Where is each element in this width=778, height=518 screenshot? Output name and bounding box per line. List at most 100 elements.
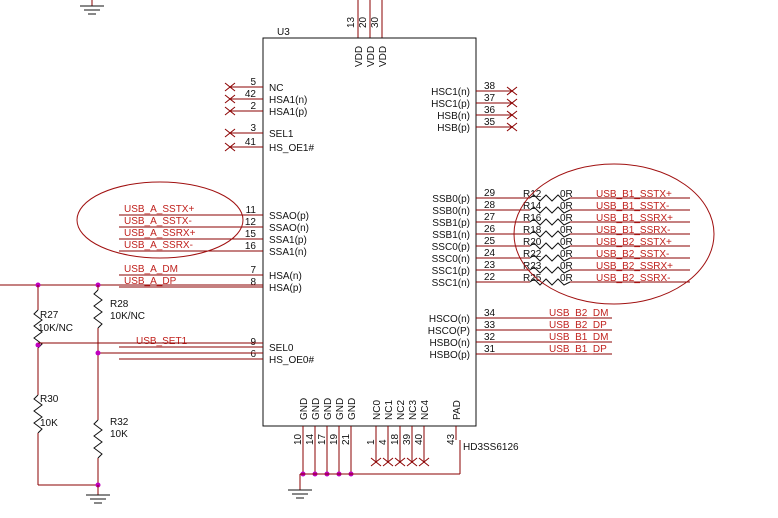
pin-name: NC [269,83,283,94]
chip-ref: U3 [277,27,290,38]
pin-name: HSCO(n) [429,314,470,325]
pin-name: HS_OE1# [269,143,314,154]
resistor-value: 0R [560,249,573,260]
pin-name: HS_OE0# [269,355,314,366]
resistor-ref: R14 [523,201,542,212]
net-label: USB_SET1 [136,336,188,347]
junction-dot [35,342,41,348]
pin-name: HSA(n) [269,271,302,282]
pin-number: 14 [305,433,316,445]
no-connect-mark [224,128,236,138]
pin-name: HSC1(n) [431,87,470,98]
net-label: USB_B1_SSRX+ [596,213,673,224]
series-resistor [529,278,571,286]
resistor-ref: R22 [523,249,542,260]
right-pins: 38HSC1(n)37HSC1(p)36HSB(n)35HSB(p)29SSB0… [428,81,690,361]
pin-name: SSB0(n) [432,206,470,217]
pin-number: 38 [484,81,496,92]
pin-number: 29 [484,188,496,199]
pin-number: 31 [484,344,496,355]
net-label: USB_A_SSTX- [124,216,192,227]
resistor-value: 0R [560,213,573,224]
no-connect-mark [506,86,518,96]
series-resistor [529,218,571,226]
series-resistor [529,230,571,238]
resistor-ref: R18 [523,225,542,236]
pin-number: 41 [245,137,257,148]
pin-name: SSB1(p) [432,218,470,229]
pin-number: 28 [484,200,496,211]
resistor-value: 0R [560,273,573,284]
pin-number: 27 [484,212,496,223]
pin-number: 32 [484,332,496,343]
pin-number: 43 [446,433,457,445]
ground-bus [288,440,461,499]
net-label: USB_B2_SSTX+ [596,237,672,248]
no-connect-mark [370,457,382,467]
highlight-ellipse-right [513,163,715,305]
net-label: USB_A_SSTX+ [124,204,194,215]
no-connect-mark [224,82,236,92]
no-connect-mark [406,457,418,467]
net-label: USB_B1_SSRX- [596,225,670,236]
net-label: USB_B1_DP [549,344,607,355]
pin-number: 10 [293,433,304,445]
highlight-ellipse-left [76,181,244,259]
pin-number: 37 [484,93,496,104]
pin-name: SSC1(p) [432,266,470,277]
pin-name: NC4 [420,400,431,420]
pin-number: 1 [366,439,377,445]
no-connect-mark [224,142,236,152]
pin-number: 36 [484,105,496,116]
pin-number: 34 [484,308,496,319]
pin-number: 12 [245,217,257,228]
pin-number: 6 [250,349,256,360]
net-label: USB_B2_DP [549,320,607,331]
pin-number: 19 [329,433,340,445]
resistor-value: 0R [560,225,573,236]
pin-name: SSAO(n) [269,223,309,234]
net-label: USB_B2_SSRX- [596,273,670,284]
pin-name: VDD [354,46,365,67]
pin-name: NC3 [408,400,419,420]
no-connect-mark [224,106,236,116]
pin-number: 35 [484,117,496,128]
pin-name: VDD [378,46,389,67]
resistor-r30 [33,394,43,434]
pin-name: GND [299,398,310,420]
r27-ref: R27 [40,310,59,321]
pin-name: SSB1(n) [432,230,470,241]
pin-number: 25 [484,236,496,247]
pin-name: HSA1(n) [269,95,307,106]
net-label: USB_B1_SSTX- [596,201,669,212]
pin-number: 3 [250,123,256,134]
pin-number: 20 [358,16,369,28]
resistor-ref: R23 [523,261,542,272]
net-label: USB_A_SSRX- [124,240,193,251]
pin-name: SSC1(n) [432,278,470,289]
pin-name: HSBO(p) [429,350,470,361]
pin-name: NC1 [384,400,395,420]
pin-name: HSBO(n) [429,338,470,349]
pin-name: SSA1(n) [269,247,307,258]
series-resistor [529,254,571,262]
pin-number: 15 [245,229,257,240]
pin-number: 7 [250,265,256,276]
vdd-wires [357,0,383,38]
pin-number: 16 [245,241,257,252]
pin-number: 33 [484,320,496,331]
pin-number: 2 [250,101,256,112]
series-resistor [529,242,571,250]
pin-number: 21 [341,433,352,445]
no-connect-mark [418,457,430,467]
no-connect-mark [224,94,236,104]
pin-name: SSA1(p) [269,235,307,246]
r30-ref: R30 [40,394,59,405]
pin-name: HSCO(P) [428,326,470,337]
bottom-pins: GND10GND14GND17GND19GND21NC01NC14NC218NC… [293,398,463,477]
resistor-r28 [93,289,103,329]
pin-number: 23 [484,260,496,271]
resistor-value: 0R [560,261,573,272]
r27-value: 10K/NC [38,323,73,334]
